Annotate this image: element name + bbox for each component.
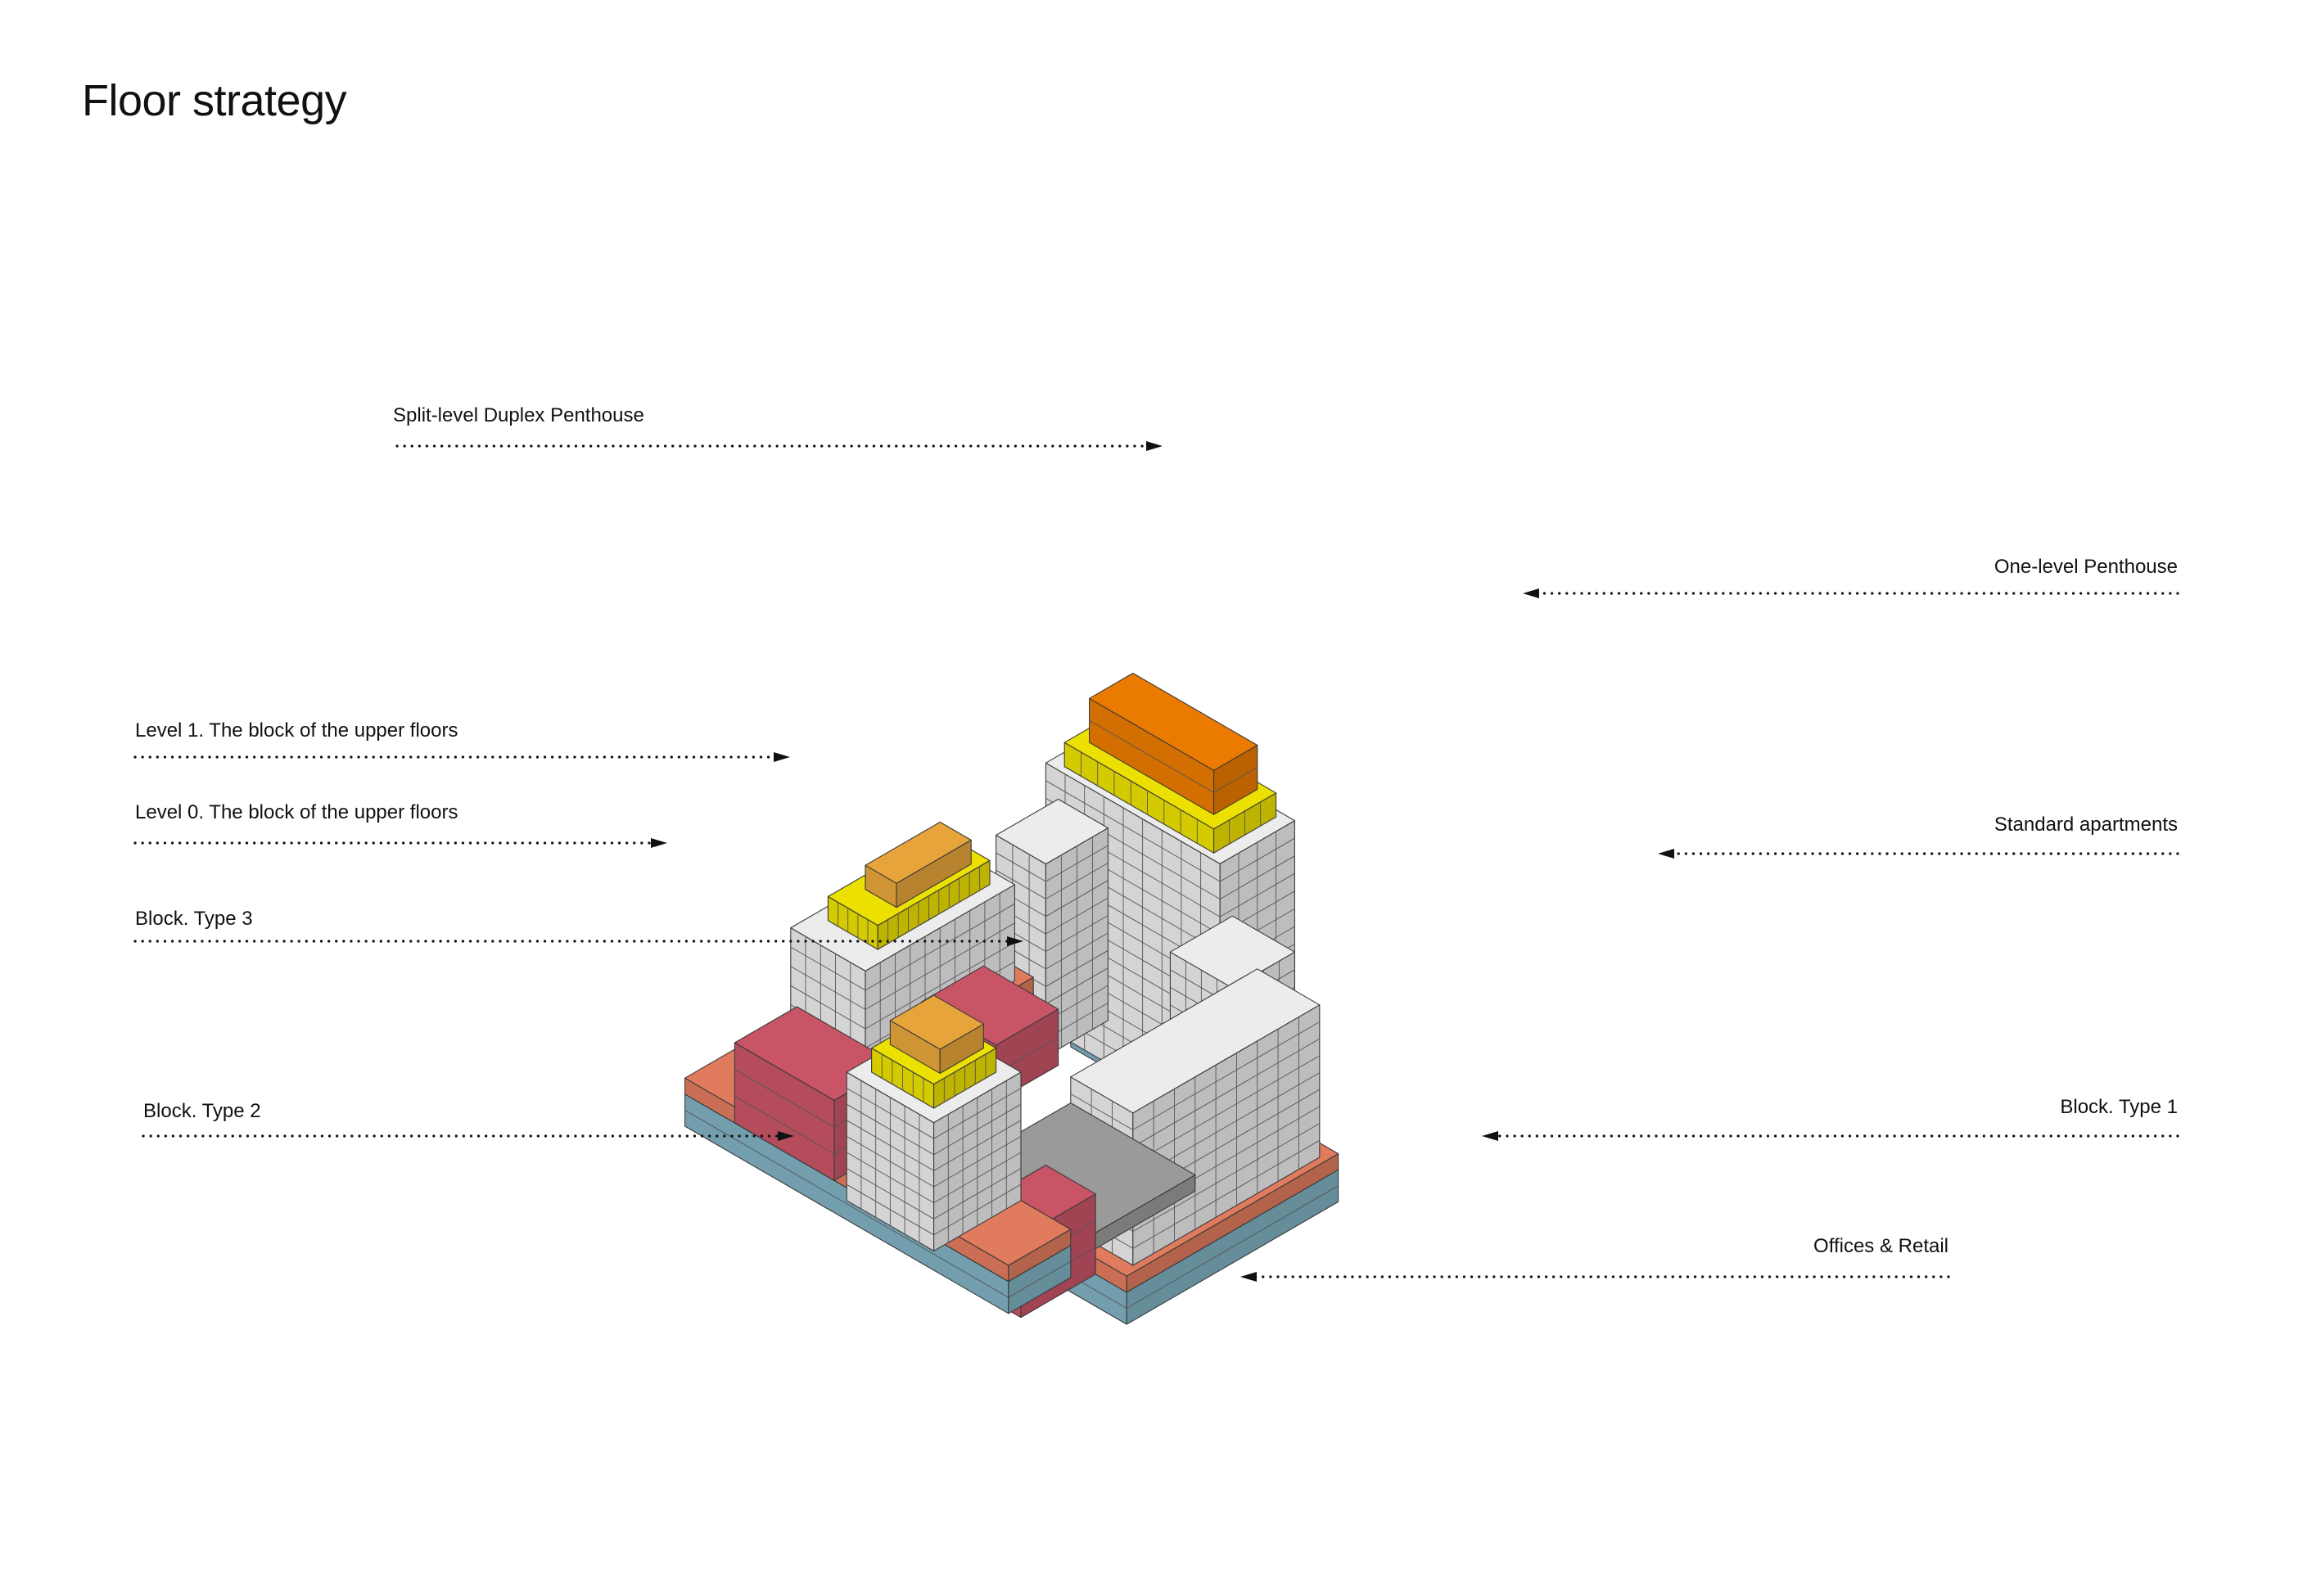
- callout-block-type-3: Block. Type 3: [133, 908, 1023, 946]
- callout-label-one-level-penthouse: One-level Penthouse: [1994, 556, 2178, 578]
- arrowhead-icon: [778, 1131, 794, 1141]
- callout-label-level-1-upper-floors: Level 1. The block of the upper floors: [135, 719, 458, 742]
- standard-apartments-east-floor-line: [1132, 1021, 1321, 1130]
- callout-block-type-2: Block. Type 2: [142, 1100, 794, 1141]
- level-1-upper-floors-west: [865, 821, 972, 908]
- standard-apartments-tower-wing-west-floor-line: [996, 852, 1046, 882]
- standard-apartments-east-floor-line: [1132, 1123, 1321, 1232]
- callout-block-type-1: Block. Type 1: [1482, 1096, 2179, 1141]
- split-level-duplex-penthouse-floor-line: [1213, 767, 1258, 793]
- block-type-2-floor-line: [734, 1069, 835, 1128]
- page-title: Floor strategy: [82, 76, 347, 125]
- arrowhead-icon: [774, 752, 790, 762]
- arrowhead-icon: [1482, 1131, 1498, 1141]
- callout-label-split-level-duplex-penthouse: Split-level Duplex Penthouse: [393, 404, 644, 426]
- standard-apartments-east-floor-line: [1132, 1055, 1321, 1165]
- standard-apartments-tower-wing-west-floor-line: [996, 869, 1046, 899]
- standard-apartments-tower-wing-west-face-top: [996, 798, 1109, 865]
- standard-apartments-tower-floor-line: [1045, 780, 1221, 882]
- arrowhead-icon: [651, 838, 667, 848]
- callout-split-level-duplex-penthouse: Split-level Duplex Penthouse: [393, 404, 1163, 451]
- arrowhead-icon: [1007, 936, 1023, 946]
- level-1-upper-floors-west-face-top: [865, 821, 972, 884]
- standard-apartments-east-floor-line: [1070, 1093, 1134, 1130]
- callout-level-1-upper-floors: Level 1. The block of the upper floors: [133, 719, 790, 762]
- callout-label-level-0-upper-floors: Level 0. The block of the upper floors: [135, 801, 458, 823]
- arrowhead-icon: [1146, 441, 1163, 451]
- split-level-duplex-penthouse-face-top: [1089, 672, 1258, 771]
- level-1-upper-floors-south-face-top: [889, 994, 984, 1050]
- standard-apartments-east-floor-line: [1132, 1038, 1321, 1147]
- level-1-upper-floors-south: [889, 994, 984, 1074]
- arrowhead-icon: [1240, 1272, 1257, 1282]
- standard-apartments-west-floor-line: [790, 966, 866, 1010]
- standard-apartments-west-floor-line: [790, 946, 866, 991]
- offices-retail-south-floor-line: [1008, 1260, 1072, 1298]
- arrowhead-icon: [1523, 588, 1539, 598]
- building-massing: [684, 672, 1339, 1325]
- callout-level-0-upper-floors: Level 0. The block of the upper floors: [133, 801, 667, 848]
- split-level-duplex-penthouse-floor-line: [1089, 719, 1214, 793]
- arrowhead-icon: [1658, 849, 1674, 859]
- block-type-3-face-top: [920, 965, 1059, 1046]
- callout-label-standard-apartments: Standard apartments: [1994, 814, 2178, 836]
- callout-label-block-type-1: Block. Type 1: [2060, 1096, 2178, 1118]
- callout-one-level-penthouse: One-level Penthouse: [1523, 556, 2179, 598]
- standard-apartments-east-floor-line: [1132, 1139, 1321, 1249]
- callout-standard-apartments: Standard apartments: [1658, 814, 2179, 859]
- split-level-duplex-penthouse: [1089, 672, 1258, 815]
- standard-apartments-east-face-top: [1070, 968, 1321, 1114]
- offices-retail-east-floor-line: [1126, 1185, 1339, 1309]
- callout-offices-retail: Offices & Retail: [1240, 1235, 1950, 1282]
- callout-label-block-type-3: Block. Type 3: [135, 908, 253, 930]
- callout-label-offices-retail: Offices & Retail: [1813, 1235, 1948, 1257]
- block-type-2-floor-line: [734, 1095, 835, 1155]
- standard-apartments-west-floor-line: [790, 985, 866, 1030]
- callout-label-block-type-2: Block. Type 2: [143, 1100, 261, 1122]
- offices-retail-south-floor-line: [684, 1110, 1009, 1298]
